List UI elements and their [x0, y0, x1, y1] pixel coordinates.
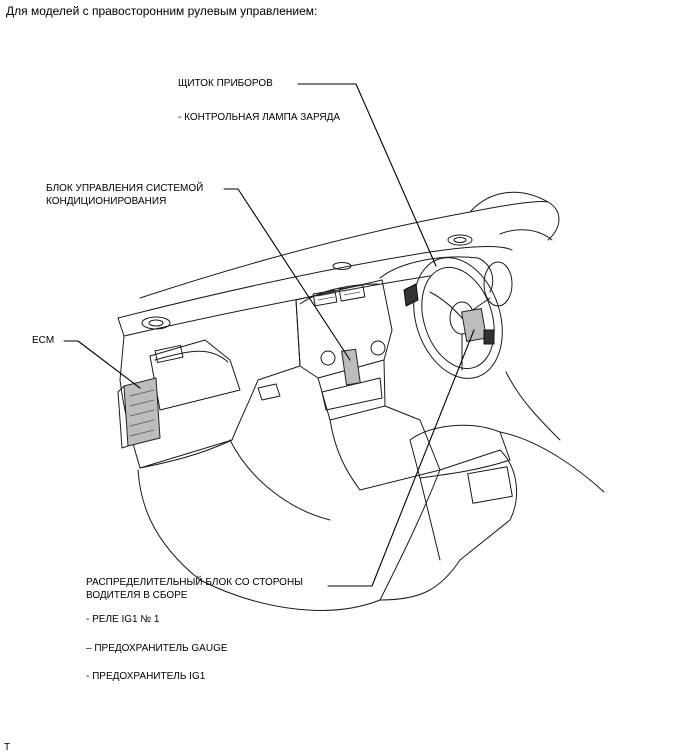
junction-block-shape [461, 307, 487, 343]
steering-wheel [413, 257, 503, 379]
ac-control-unit-shape [341, 348, 361, 386]
label-gauge-fuse: – ПРЕДОХРАНИТЕЛЬ GAUGE [86, 643, 228, 654]
label-ecm: ECM [32, 335, 55, 346]
floor-outline [137, 469, 381, 611]
label-ac-control-line2: КОНДИЦИОНИРОВАНИЯ [46, 196, 167, 207]
ecm-unit [117, 377, 161, 449]
footer-mark: T [4, 742, 11, 753]
page-title: Для моделей с правосторонним рулевым упр… [6, 4, 318, 18]
left-speaker [141, 316, 171, 330]
label-ig1-fuse: - ПРЕДОХРАНИТЕЛЬ IG1 [86, 671, 206, 682]
center-vent-left [312, 289, 338, 307]
right-seat-edge [499, 431, 605, 493]
label-ig1-relay: - РЕЛЕ IG1 № 1 [86, 614, 160, 625]
windshield-outline [139, 201, 549, 299]
glovebox-handle [257, 383, 281, 401]
dashboard-top [117, 245, 513, 319]
leader-ecm [63, 340, 141, 389]
meter-hood [379, 256, 494, 293]
leader-ac-control [223, 188, 351, 361]
leader-junction-block [327, 329, 475, 587]
right-speaker [447, 234, 473, 246]
center-console [379, 449, 518, 601]
label-charge-warning-light: - КОНТРОЛЬНАЯ ЛАМПА ЗАРЯДА [178, 112, 341, 123]
label-junction-block-line1: РАСПРЕДЕЛИТЕЛЬНЫЙ БЛОК СО СТОРОНЫ [86, 577, 304, 588]
center-vent-right [338, 284, 366, 302]
glovebox-panel [119, 299, 301, 469]
leader-combination-meter [297, 83, 437, 267]
label-combination-meter: ЩИТОК ПРИБОРОВ [178, 78, 273, 89]
label-ac-control-line1: БЛОК УПРАВЛЕНИЯ СИСТЕМОЙ [46, 183, 204, 194]
right-vent [483, 261, 513, 307]
label-junction-block-line2: ВОДИТЕЛЯ В СБОРЕ [86, 590, 188, 601]
